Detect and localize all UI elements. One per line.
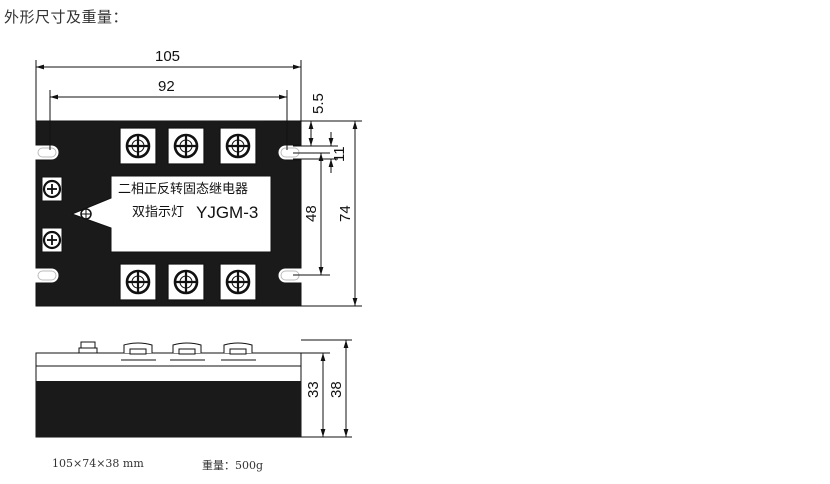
side-view-body [35,341,302,438]
dim-slot-offset: 5.5 [310,93,327,114]
dim-overall-height: 38 [328,381,345,398]
heading: 外形尺寸及重量： [4,8,129,26]
side-view-dimensions: 33 38 [301,339,352,438]
label-panel [70,175,272,253]
control-terminals [40,175,92,254]
weight-caption: 重量：500g [202,459,264,472]
top-view-dimensions: 105 92 5.5 11 48 74 [35,48,362,307]
top-terminals [114,121,264,175]
dim-mounting-pitch: 48 [303,205,320,222]
mounting-slots [35,145,302,283]
top-view-body: 二相正反转固态继电器 双指示灯 YJGM-3 [35,120,302,307]
device-label-line2: 双指示灯 [132,205,184,220]
bottom-terminals [118,262,258,302]
dim-width-total: 105 [155,48,180,65]
dim-slot-height: 11 [331,146,348,162]
device-model: YJGM-3 [196,203,258,222]
device-label-line1: 二相正反转固态继电器 [118,182,248,197]
dim-width-mounting: 92 [158,78,175,95]
dim-body-height: 33 [305,381,322,398]
size-caption: 105×74×38 mm [52,457,144,470]
dim-height-total: 74 [337,205,354,222]
